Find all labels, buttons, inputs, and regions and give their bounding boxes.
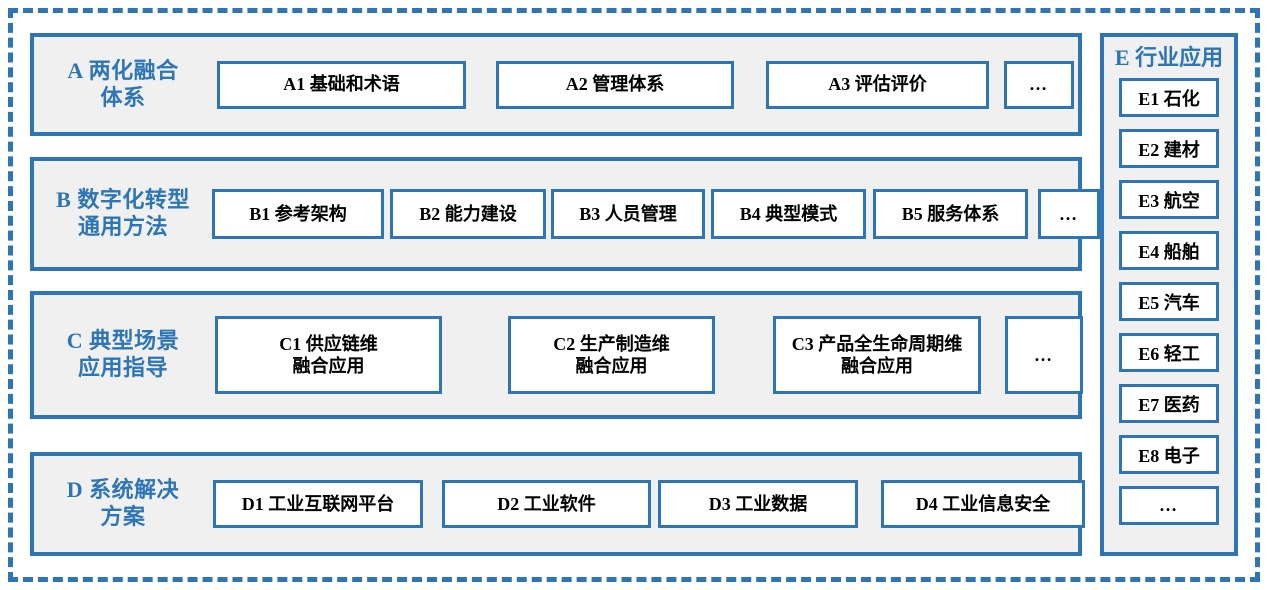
item-e8[interactable]: E8 电子 xyxy=(1119,435,1219,475)
item-b1[interactable]: B1 参考架构 xyxy=(212,189,384,239)
item-d4[interactable]: D4 工业信息安全 xyxy=(881,480,1085,528)
item-b2[interactable]: B2 能力建设 xyxy=(390,189,546,239)
item-e1[interactable]: E1 石化 xyxy=(1119,78,1219,118)
group-items-d: D1 工业互联网平台 D2 工业软件 D3 工业数据 D4 工业信息安全 xyxy=(212,456,1085,552)
item-c1[interactable]: C1 供应链维 融合应用 xyxy=(215,316,442,394)
item-b-more[interactable]: … xyxy=(1038,189,1100,239)
item-c2[interactable]: C2 生产制造维 融合应用 xyxy=(508,316,715,394)
item-b3[interactable]: B3 人员管理 xyxy=(551,189,705,239)
group-label-d: D 系统解决 方案 xyxy=(66,477,180,529)
item-e6[interactable]: E6 轻工 xyxy=(1119,333,1219,373)
item-b4[interactable]: B4 典型模式 xyxy=(711,189,866,239)
item-d2[interactable]: D2 工业软件 xyxy=(442,480,651,528)
group-label-a: A 两化融合 体系 xyxy=(67,57,179,110)
item-e7[interactable]: E7 医药 xyxy=(1119,384,1219,424)
item-d1[interactable]: D1 工业互联网平台 xyxy=(213,480,423,528)
group-panel-c: C 典型场景 应用指导 C1 供应链维 融合应用 C2 生产制造维 融合应用 C… xyxy=(30,291,1083,419)
group-panel-d: D 系统解决 方案 D1 工业互联网平台 D2 工业软件 D3 工业数据 D4 … xyxy=(30,452,1085,556)
group-label-b: B 数字化转型 通用方法 xyxy=(56,187,190,239)
group-items-b: B1 参考架构 B2 能力建设 B3 人员管理 B4 典型模式 B5 服务体系 … xyxy=(212,161,1100,267)
group-label-c: C 典型场景 应用指导 xyxy=(66,328,180,380)
group-items-a: A1 基础和术语 A2 管理体系 A3 评估评价 … xyxy=(212,37,1078,132)
item-a2[interactable]: A2 管理体系 xyxy=(496,60,734,109)
item-e4[interactable]: E4 船舶 xyxy=(1119,231,1219,271)
group-items-c: C1 供应链维 融合应用 C2 生产制造维 融合应用 C3 产品全生命周期维 融… xyxy=(212,295,1083,415)
item-d3[interactable]: D3 工业数据 xyxy=(658,480,858,528)
group-panel-e: E 行业应用 E1 石化 E2 建材 E3 航空 E4 船舶 E5 汽车 E6 … xyxy=(1100,33,1238,556)
item-e5[interactable]: E5 汽车 xyxy=(1119,282,1219,322)
item-e2[interactable]: E2 建材 xyxy=(1119,129,1219,169)
item-e-more[interactable]: … xyxy=(1119,486,1219,526)
item-a3[interactable]: A3 评估评价 xyxy=(766,60,989,109)
group-panel-b: B 数字化转型 通用方法 B1 参考架构 B2 能力建设 B3 人员管理 B4 … xyxy=(30,157,1100,271)
item-a1[interactable]: A1 基础和术语 xyxy=(217,60,466,109)
item-b5[interactable]: B5 服务体系 xyxy=(873,189,1028,239)
item-c-more[interactable]: … xyxy=(1005,316,1083,394)
group-panel-a: A 两化融合 体系 A1 基础和术语 A2 管理体系 A3 评估评价 … xyxy=(30,33,1082,136)
item-e3[interactable]: E3 航空 xyxy=(1119,180,1219,220)
item-c3[interactable]: C3 产品全生命周期维 融合应用 xyxy=(773,316,981,394)
item-a-more[interactable]: … xyxy=(1004,60,1074,109)
group-label-e: E 行业应用 xyxy=(1114,45,1224,70)
